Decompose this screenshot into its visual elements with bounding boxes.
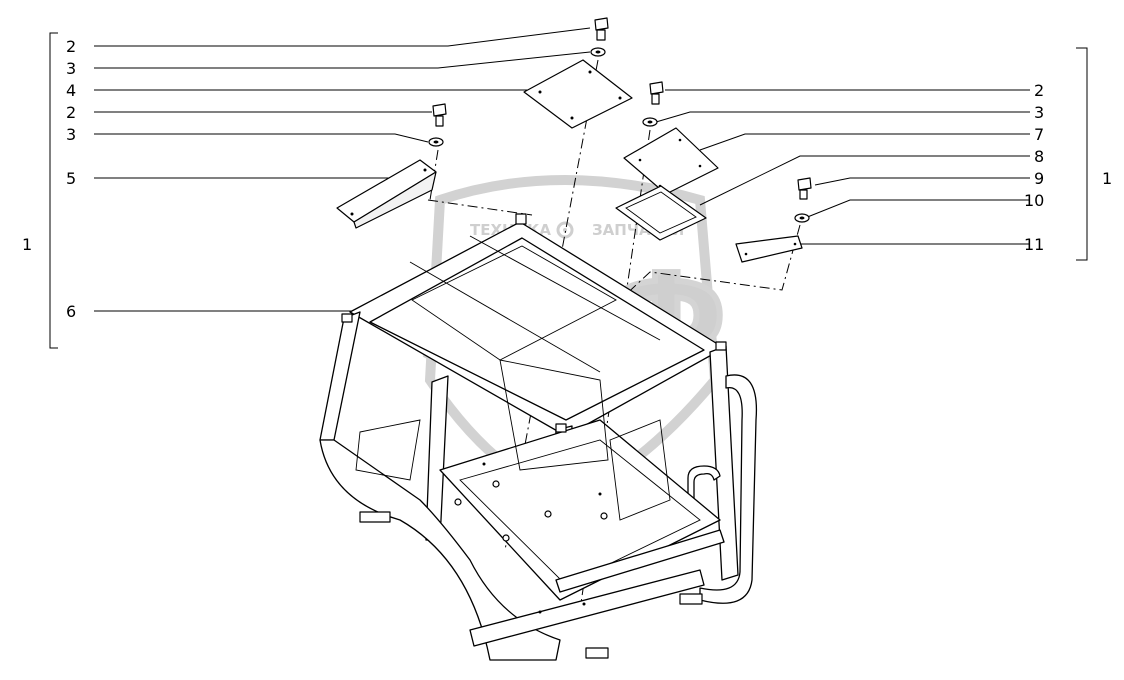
group-bracket-left [49,32,58,349]
gasket-8 [615,185,707,241]
callout-right-2: 3 [1034,103,1044,122]
callout-right-4: 8 [1034,147,1044,166]
callout-right-1: 2 [1034,81,1044,100]
callout-right-7: 11 [1024,235,1044,254]
top-plate-4 [523,59,633,129]
bracket-5 [336,159,437,229]
bracket-11 [735,235,803,263]
cab-frame [319,213,758,661]
leader-lines-left [94,27,591,312]
callout-left-6: 5 [66,169,76,188]
callouts-right: 2 3 7 8 9 10 11 1 [1024,81,1112,254]
bolt-left [428,103,447,147]
group-label-left: 1 [22,235,32,254]
callout-right-5: 9 [1034,169,1044,188]
group-bracket-right [1076,47,1088,261]
leader-lines-right [655,89,1030,245]
callout-left-7: 6 [66,302,76,321]
callout-right-6: 10 [1024,191,1044,210]
callout-left-2: 3 [66,59,76,78]
callout-left-3: 4 [66,81,76,100]
group-label-right: 1 [1102,169,1112,188]
callout-left-5: 3 [66,125,76,144]
bolt-top [590,17,609,57]
callout-left-1: 2 [66,37,76,56]
callout-left-4: 2 [66,103,76,122]
bolt-9 [794,177,812,223]
gear-icon [556,221,574,239]
bolt-right [642,81,664,127]
callouts-left: 2 3 4 2 3 5 6 1 [22,37,76,321]
callout-right-3: 7 [1034,125,1044,144]
